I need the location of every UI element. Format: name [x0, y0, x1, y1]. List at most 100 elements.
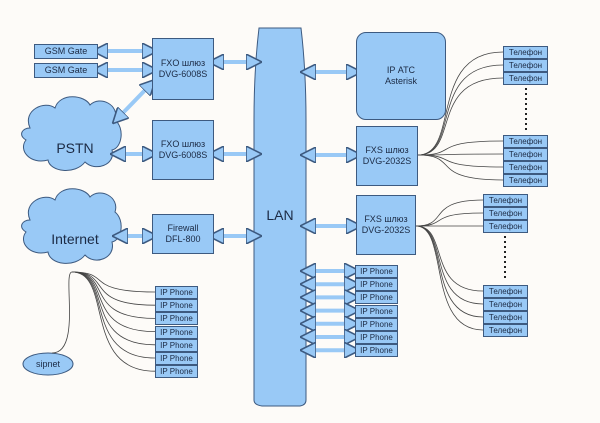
ellipsis-dot	[525, 123, 527, 125]
ellipsis-dot	[525, 128, 527, 130]
phone-wire	[71, 271, 156, 319]
phone-wire	[415, 199, 484, 227]
ip-phone[interactable]: IP Phone	[155, 325, 198, 339]
ellipsis-dot	[504, 236, 506, 238]
sipnet-cloud	[22, 352, 74, 376]
gsm-gate-label: GSM Gate	[44, 65, 88, 75]
ip-phone[interactable]: IP Phone	[355, 291, 398, 305]
phone-label: Телефон	[488, 222, 523, 231]
phone-wire	[71, 271, 156, 332]
ellipsis-dot	[525, 108, 527, 110]
ellipsis-dot	[504, 266, 506, 268]
ip-phone[interactable]: IP Phone	[155, 286, 198, 299]
ip-phone-label: IP Phone	[360, 267, 393, 276]
gsm-gate-1[interactable]: GSM Gate	[34, 44, 98, 59]
lan-label: LAN	[266, 207, 294, 223]
phone[interactable]: Телефон	[483, 311, 528, 324]
phone[interactable]: Телефон	[503, 72, 548, 85]
internet-label: Internet	[51, 231, 99, 247]
ip-phone[interactable]: IP Phone	[155, 299, 198, 313]
phone-wire	[71, 271, 156, 359]
phone-wire	[415, 212, 484, 227]
ellipsis-dot	[525, 98, 527, 100]
phone-wire	[71, 271, 156, 306]
phone-wire	[51, 271, 73, 354]
ip-phone[interactable]: IP Phone	[355, 265, 398, 278]
ip-phone[interactable]: IP Phone	[355, 278, 398, 292]
phone[interactable]: Телефон	[483, 285, 528, 298]
gsm-gate-2[interactable]: GSM Gate	[34, 63, 98, 78]
fxs-label: FXS шлюз	[364, 214, 408, 224]
phone-wire	[417, 153, 504, 156]
phone-label: Телефон	[508, 150, 543, 159]
gsm-gate-label: GSM Gate	[44, 46, 88, 56]
phone[interactable]: Телефон	[483, 324, 528, 337]
ip-phone[interactable]: IP Phone	[155, 352, 198, 365]
phone[interactable]: Телефон	[503, 148, 548, 161]
ellipsis-dot	[525, 93, 527, 95]
ip-phone[interactable]: IP Phone	[355, 344, 398, 358]
phone-label: Телефон	[508, 61, 543, 70]
phone[interactable]: Телефон	[483, 298, 528, 311]
phone-wire	[417, 140, 504, 156]
phone-wire	[417, 77, 504, 156]
pbx-name: Asterisk	[384, 76, 417, 86]
ip-phone[interactable]: IP Phone	[155, 365, 198, 379]
ellipsis-dot	[504, 246, 506, 248]
phone[interactable]: Телефон	[503, 135, 548, 148]
ip-phone[interactable]: IP Phone	[355, 304, 398, 318]
link-arrow	[118, 85, 150, 118]
phone[interactable]: Телефон	[503, 174, 548, 187]
ellipsis-dot	[504, 261, 506, 263]
pbx-label: IP АТС	[386, 65, 416, 75]
ip-phone[interactable]: IP Phone	[355, 331, 398, 344]
ip-phone-label: IP Phone	[360, 333, 393, 342]
phone-wire	[417, 154, 504, 168]
ellipsis-dot	[504, 241, 506, 243]
phone[interactable]: Телефон	[503, 46, 548, 59]
phone-wire	[415, 225, 484, 331]
ip-phone[interactable]: IP Phone	[155, 338, 198, 352]
fxs-model: DVG-2032S	[362, 156, 412, 166]
ip-phone-label: IP Phone	[160, 314, 193, 324]
phone-label: Телефон	[508, 137, 543, 146]
ellipsis-dot	[504, 271, 506, 273]
phone-label: Телефон	[488, 313, 523, 322]
ip-phone-label: IP Phone	[160, 354, 193, 363]
phone-wire	[71, 271, 156, 346]
ip-phone[interactable]: IP Phone	[355, 317, 398, 331]
fxs-label: FXS шлюз	[365, 145, 409, 155]
phone-wire	[415, 225, 484, 305]
pstn-cloud	[21, 96, 122, 171]
ellipsis-dot	[525, 113, 527, 115]
ip-phone[interactable]: IP Phone	[155, 312, 198, 326]
firewall-label: Firewall	[167, 223, 199, 233]
ip-phone-label: IP Phone	[160, 288, 193, 297]
sipnet-label: sipnet	[35, 359, 61, 369]
fxo-label: FXO шлюз	[160, 139, 206, 149]
phone[interactable]: Телефон	[483, 220, 528, 233]
phone-label: Телефон	[508, 48, 543, 57]
phone-label: Телефон	[488, 209, 523, 218]
internet-cloud	[21, 188, 122, 264]
phone-label: Телефон	[488, 196, 523, 205]
phone[interactable]: Телефон	[503, 161, 548, 174]
phone-label: Телефон	[488, 300, 523, 309]
ellipsis-dot	[525, 118, 527, 120]
phone[interactable]: Телефон	[503, 59, 548, 72]
phone[interactable]: Телефон	[483, 194, 528, 207]
phone-label: Телефон	[508, 176, 543, 185]
lan-bus	[253, 27, 307, 407]
phone[interactable]: Телефон	[483, 207, 528, 220]
ellipsis-dot	[504, 276, 506, 278]
phone-label: Телефон	[488, 326, 523, 335]
ip-phone-label: IP Phone	[360, 319, 393, 329]
phone-label: Телефон	[508, 74, 543, 83]
